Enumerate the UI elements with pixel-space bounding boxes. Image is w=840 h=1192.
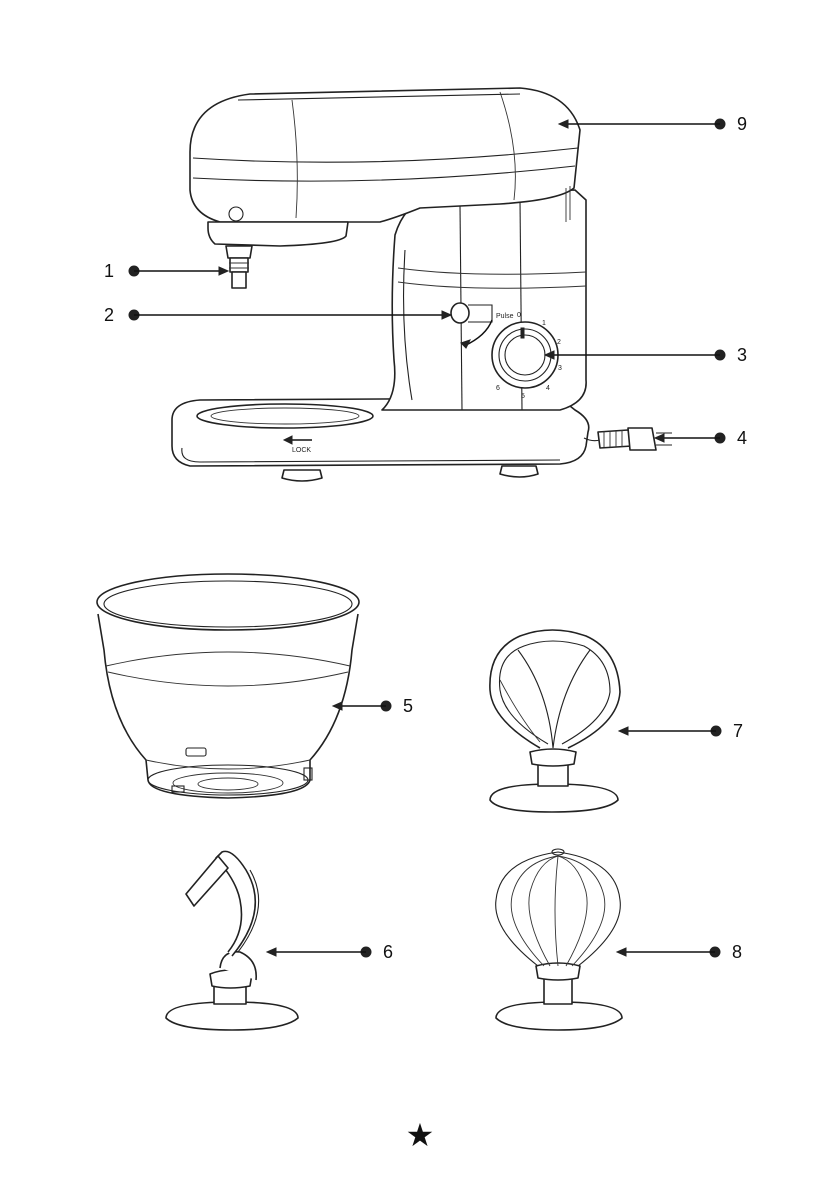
callout-number-8: 8 xyxy=(732,942,742,962)
callout-number-4: 4 xyxy=(737,428,747,448)
dough-hook xyxy=(166,851,298,1030)
dial-number-1: 1 xyxy=(542,320,546,327)
wire-whisk xyxy=(496,849,622,1030)
dial-number-3: 3 xyxy=(558,365,562,372)
mixing-bowl xyxy=(97,574,359,798)
callout-number-2: 2 xyxy=(104,305,114,325)
callout-5: 5 xyxy=(333,696,413,716)
callout-number-6: 6 xyxy=(383,942,393,962)
callout-number-7: 7 xyxy=(733,721,743,741)
flat-beater xyxy=(490,630,620,812)
callout-6: 6 xyxy=(267,942,393,962)
callout-number-9: 9 xyxy=(737,114,747,134)
dial-number-0: 0 xyxy=(517,312,521,319)
dial-number-2: 2 xyxy=(557,339,561,346)
callout-8: 8 xyxy=(617,942,742,962)
callout-number-5: 5 xyxy=(403,696,413,716)
stand-mixer: Pulse 0 1 2 3 4 5 6 LOCK xyxy=(172,88,672,481)
pulse-label: Pulse xyxy=(496,313,514,320)
lock-label: LOCK xyxy=(292,447,311,454)
dial-number-4: 4 xyxy=(546,385,550,392)
callout-7: 7 xyxy=(619,721,743,741)
footer-star-icon: ★ xyxy=(406,1116,435,1154)
dial-number-6: 6 xyxy=(496,385,500,392)
callout-9: 9 xyxy=(559,114,747,134)
callout-number-1: 1 xyxy=(104,261,114,281)
dial-number-5: 5 xyxy=(521,393,525,400)
callout-number-3: 3 xyxy=(737,345,747,365)
callout-1: 1 xyxy=(104,261,228,281)
